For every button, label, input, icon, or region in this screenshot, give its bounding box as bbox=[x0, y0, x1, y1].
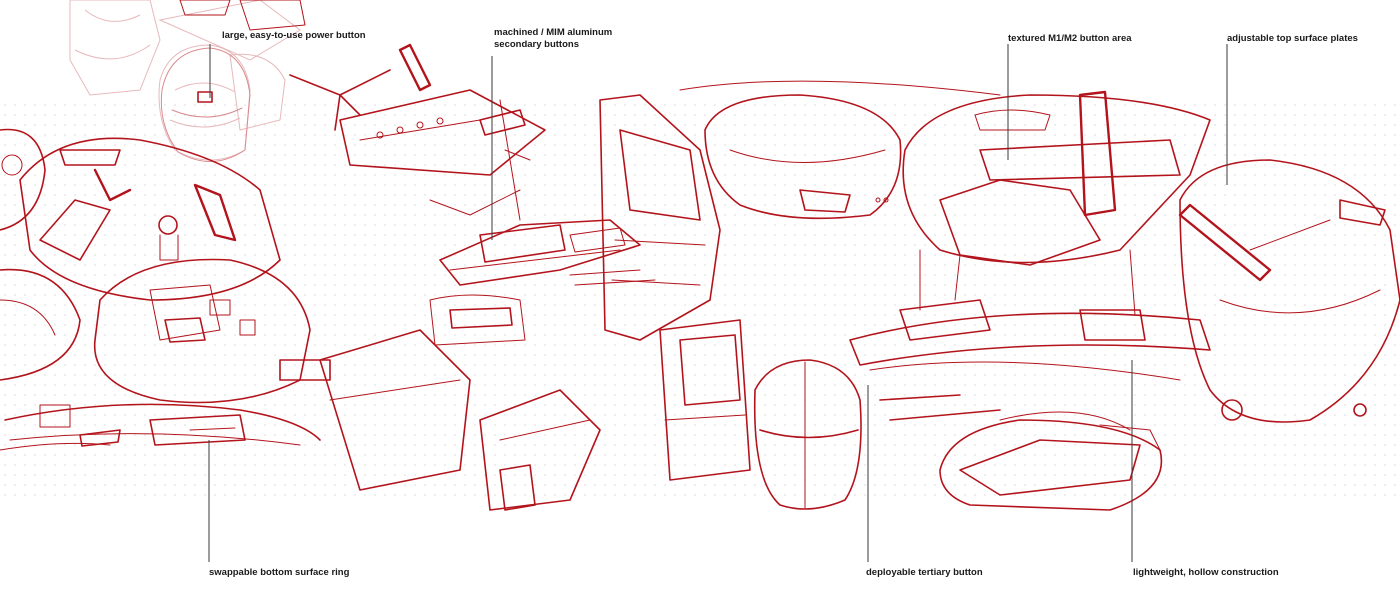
callout-top-plates: adjustable top surface plates bbox=[1227, 33, 1358, 44]
tertiary-button-mouse-sketch bbox=[659, 319, 862, 510]
callout-m1m2-area: textured M1/M2 button area bbox=[1008, 33, 1132, 44]
top-plates-mouse-sketch bbox=[1178, 159, 1400, 423]
callout-power-button: large, easy-to-use power button bbox=[222, 30, 366, 41]
leader-lines bbox=[208, 44, 1228, 562]
hollow-mouse-sketch bbox=[879, 394, 1163, 511]
side-profile-sketch bbox=[599, 94, 721, 341]
power-button-mouse-sketch bbox=[160, 0, 306, 162]
secondary-button-sketch bbox=[439, 219, 656, 286]
bottom-ring-sketch bbox=[279, 294, 601, 511]
ghost-sketch-top-left bbox=[69, 0, 301, 161]
callout-bottom-ring: swappable bottom surface ring bbox=[209, 567, 350, 578]
m1m2-mouse-sketch bbox=[849, 90, 1211, 381]
callout-tertiary-button: deployable tertiary button bbox=[866, 567, 983, 578]
sensor-mount-sketch bbox=[289, 43, 546, 221]
callout-secondary-buttons: machined / MIM aluminum secondary button… bbox=[494, 27, 612, 51]
callout-secondary-buttons-line2: secondary buttons bbox=[494, 39, 579, 50]
left-mouse-exploded-sketch bbox=[0, 128, 321, 451]
dot-grid-band bbox=[0, 100, 1400, 500]
callout-secondary-buttons-line1: machined / MIM aluminum bbox=[494, 27, 613, 38]
callout-hollow-construction: lightweight, hollow construction bbox=[1133, 567, 1279, 578]
oval-mouse-top-sketch bbox=[679, 80, 1001, 220]
